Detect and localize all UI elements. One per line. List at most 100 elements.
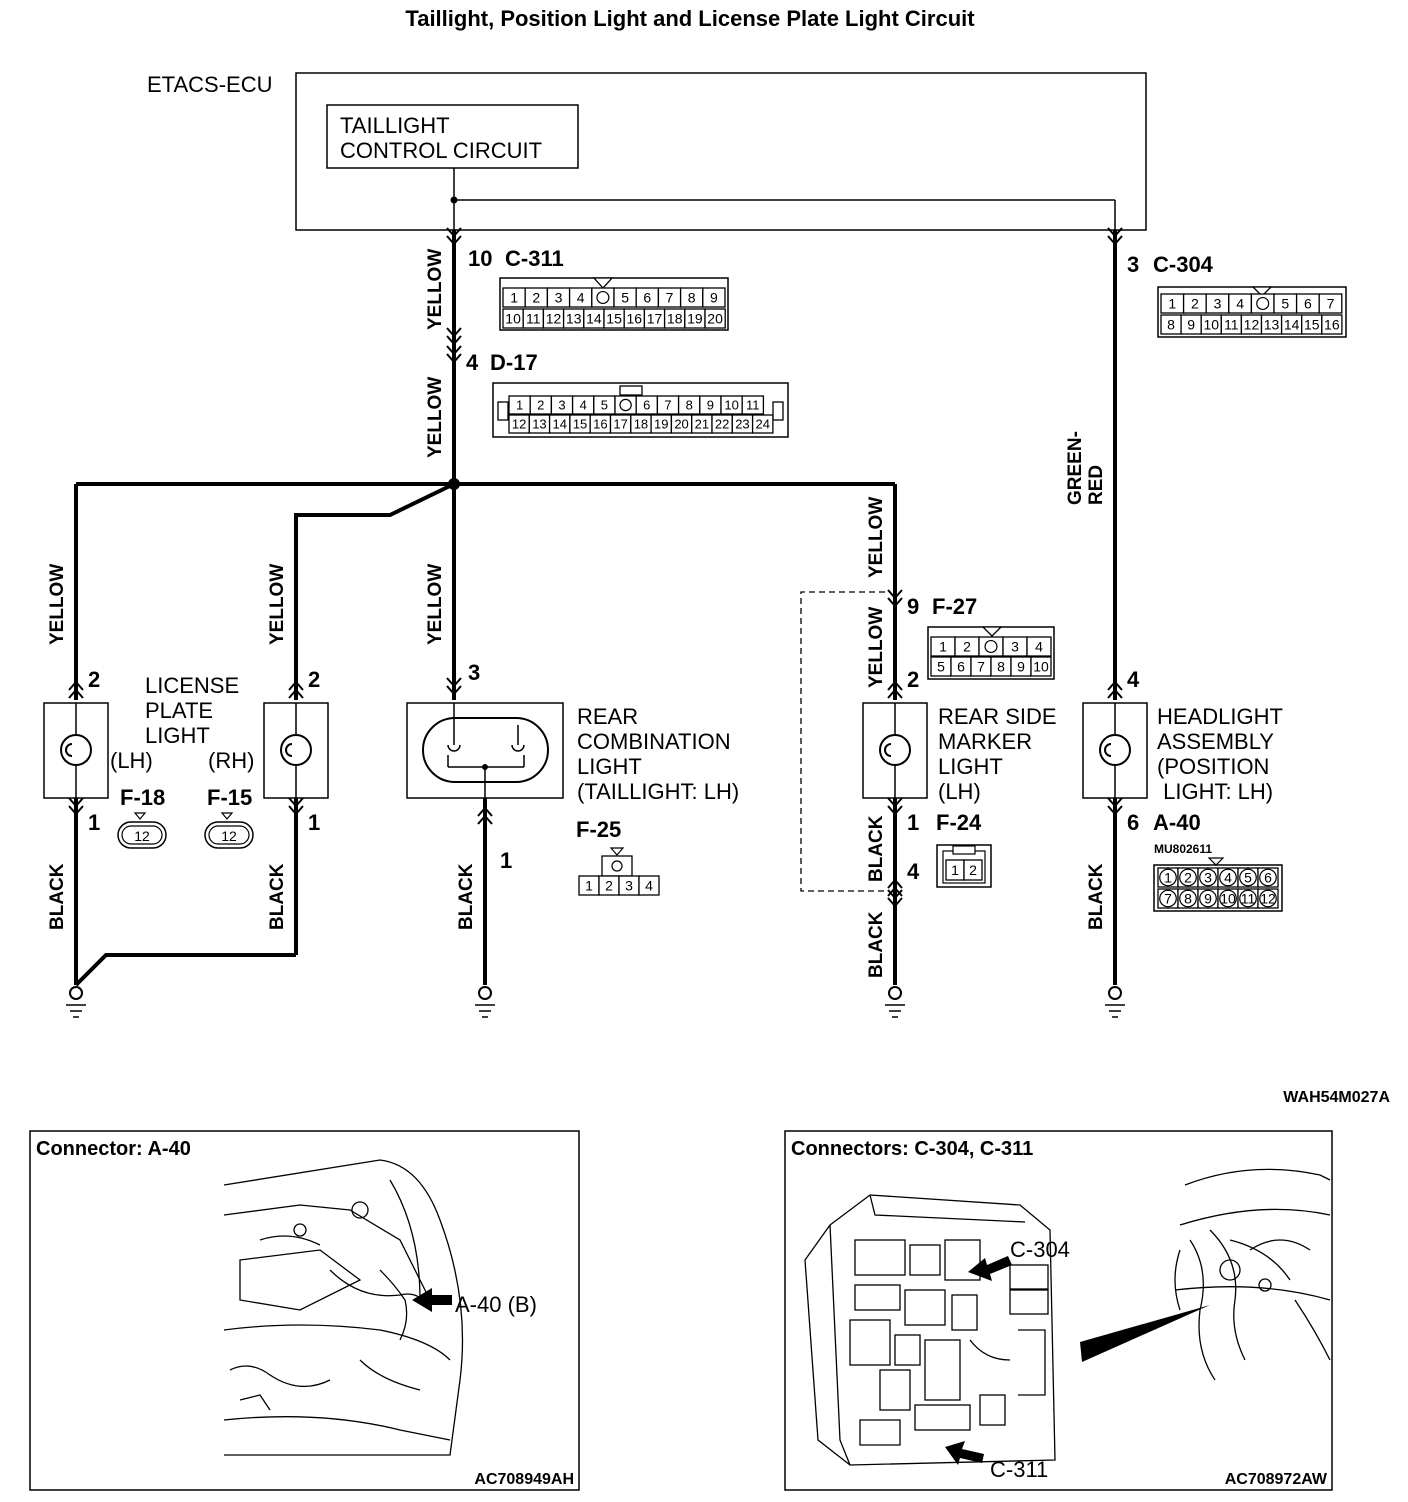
a40-pin-label: 10 [1220,891,1236,907]
ecu-label: ETACS-ECU [147,72,273,97]
rsm-label-3: LIGHT [938,754,1003,779]
c311-pin: 10 [468,246,492,271]
panel-a40-label: A-40 (B) [455,1292,537,1317]
f25-cell [638,875,660,896]
panel-a40 [29,1130,580,1491]
f24-name: F-24 [936,810,982,835]
wire-label-yellow: YELLOW [425,564,446,645]
wire-label-yellow: YELLOW [425,377,446,458]
f24-bot-pin: 4 [907,859,920,884]
wire-label-yellow: YELLOW [866,607,887,688]
c304-cell [1318,293,1343,314]
a40-pin-label: 6 [1264,870,1272,886]
c311-pin-label: 2 [532,290,540,306]
f27-cell [1026,636,1052,657]
d17-pin-label: 15 [573,417,587,432]
rcl-label-4: (TAILLIGHT: LH) [577,779,739,804]
a40-pin-ring [1259,889,1277,908]
f15-connector-face: 12 [204,812,254,849]
diagram-code: WAH54M027A [1283,1089,1390,1106]
d17-pin-label: 23 [735,417,749,432]
d17-cell [741,395,765,415]
f25-pin-label: 4 [645,878,653,894]
taillight-control-circuit-box [326,104,579,169]
a40-pin-ring [1179,889,1197,908]
f27-pin-label: 8 [997,659,1005,675]
c304-pin-label: 2 [1191,296,1199,312]
lp-lh-bot-pin: 1 [88,810,100,835]
a40-pin-ring [1179,868,1197,887]
rsm-label-2: MARKER [938,729,1032,754]
panel-c304-code: AC708972AW [1225,1471,1328,1488]
c304-cell [1321,314,1343,335]
d17-pin-label: 2 [537,398,544,413]
c311-pin-label: 17 [647,311,663,327]
ecu-junction [450,196,458,204]
f15-name: F-15 [207,785,252,810]
d17-pin-label: 9 [707,398,714,413]
panel-a40-code: AC708949AH [474,1471,574,1488]
d17-pin-label: 16 [593,417,607,432]
a40-pin-label: 7 [1164,891,1172,907]
c311-pin-label: 7 [666,290,674,306]
c304-name: C-304 [1153,252,1214,277]
c311-pin-label: 1 [510,290,518,306]
a40-pin-label: 4 [1224,870,1232,886]
circuit-label-1: TAILLIGHT [340,113,450,138]
bulb-icon [1099,734,1131,766]
a40-pin-ring [1239,868,1257,887]
c304-pin-label: 12 [1244,317,1260,333]
wire-label-yellow: YELLOW [267,564,288,645]
c311-pin-label: 10 [505,311,521,327]
c311-pin-label: 16 [627,311,643,327]
c304-pin: 3 [1127,252,1139,277]
a40-pin-label: 11 [1241,891,1256,907]
wire-label-black: BLACK [866,815,887,882]
c311-pin-label: 6 [643,290,651,306]
f27-name: F-27 [932,594,977,619]
junction-block-illustration [804,1194,1056,1466]
rsm-top-pin: 2 [907,667,919,692]
hl-label-3: (POSITION [1157,754,1269,779]
a40-pin-label: 9 [1204,891,1212,907]
d17-pin-label: 13 [532,417,546,432]
rcl-label-1: REAR [577,704,638,729]
f18-pins: 12 [134,828,150,844]
d17-cell [751,414,774,434]
c304-pin-label: 10 [1203,317,1219,333]
d17-pin-label: 4 [580,398,587,413]
wire-label-black: BLACK [1086,863,1107,930]
f27-pin-label: 10 [1033,659,1049,675]
c304-pin-label: 15 [1304,317,1320,333]
c304-pin-label: 11 [1224,317,1239,333]
bulb-icon [60,734,92,766]
a40-pin-ring [1219,889,1237,908]
a40-pin-ring [1259,868,1277,887]
c311-name: C-311 [505,246,564,271]
f24-pin-label: 2 [969,862,977,878]
d17-key-hole [619,398,632,412]
c304-pin-label: 1 [1168,296,1176,312]
a40-name: A-40 [1153,810,1201,835]
hl-label-4: LIGHT: LH) [1157,779,1273,804]
a40-pin-ring [1239,889,1257,908]
bulb-icon [879,734,911,766]
a40-pin-label: 8 [1184,891,1192,907]
f27-pin-label: 5 [937,659,945,675]
wire-label-green-red-2: RED [1086,465,1107,505]
f18-connector-face: 12 [117,812,167,849]
panel-c304-label-1: C-304 [1010,1237,1070,1262]
rsm-bot-pin: 1 [907,810,919,835]
etacs-ecu-box [295,72,1147,231]
wire-label-black: BLACK [456,863,477,930]
c311-pin-label: 13 [566,311,582,327]
d17-pin-label: 20 [674,417,688,432]
wire-label-black: BLACK [267,863,288,930]
lp-label-2: PLATE [145,698,213,723]
wire-label-black: BLACK [47,863,68,930]
ground-icon [474,986,496,1018]
d17-pin-label: 10 [724,398,738,413]
